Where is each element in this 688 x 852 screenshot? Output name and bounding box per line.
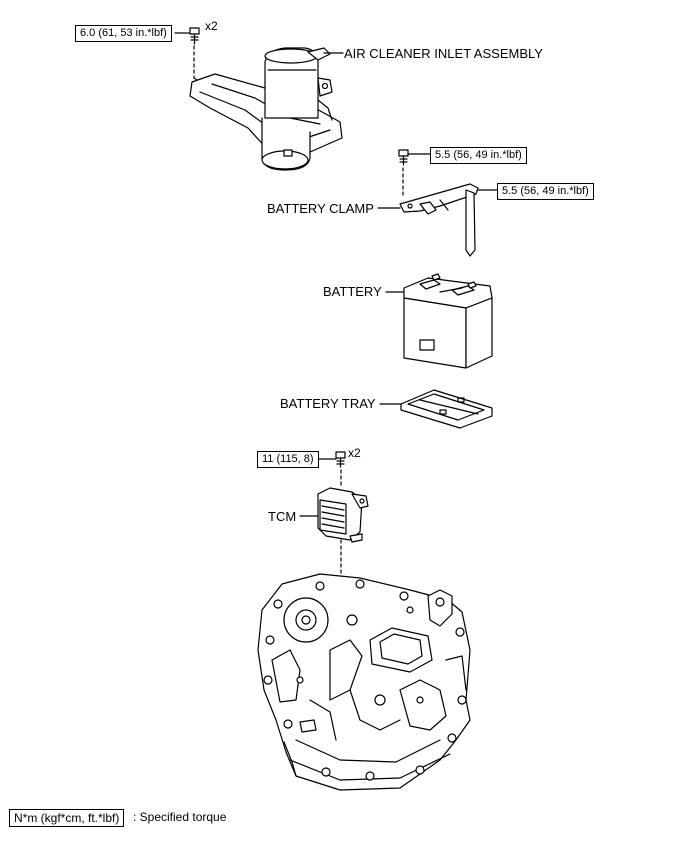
battery	[403, 273, 493, 369]
clamp-bolt-torque-box: 5.5 (56, 49 in.*lbf)	[430, 147, 527, 164]
battery-tray-label: BATTERY TRAY	[280, 396, 376, 411]
clamp-bolt	[398, 149, 409, 166]
tcm-bolt	[335, 451, 346, 468]
clamp-nut-torque-box: 5.5 (56, 49 in.*lbf)	[497, 183, 594, 200]
battery-clamp-label: BATTERY CLAMP	[267, 201, 374, 216]
air-cleaner-inlet-assembly	[189, 47, 343, 171]
tcm-label: TCM	[268, 509, 297, 524]
tcm-torque-box: 11 (115, 8)	[257, 451, 319, 468]
tcm-quantity: x2	[348, 446, 361, 460]
legend-description: : Specified torque	[133, 810, 227, 824]
air-cleaner-bolt	[189, 27, 200, 45]
air-cleaner-torque-box: 6.0 (61, 53 in.*lbf)	[75, 25, 172, 42]
legend-unit-box: N*m (kgf*cm, ft.*lbf)	[9, 809, 125, 827]
transaxle-assembly	[257, 573, 471, 791]
tcm	[317, 487, 369, 543]
air-cleaner-label: AIR CLEANER INLET ASSEMBLY	[344, 46, 543, 61]
battery-tray	[400, 389, 493, 429]
battery-label: BATTERY	[323, 284, 382, 299]
battery-clamp	[399, 183, 479, 257]
air-cleaner-quantity: x2	[205, 19, 218, 33]
